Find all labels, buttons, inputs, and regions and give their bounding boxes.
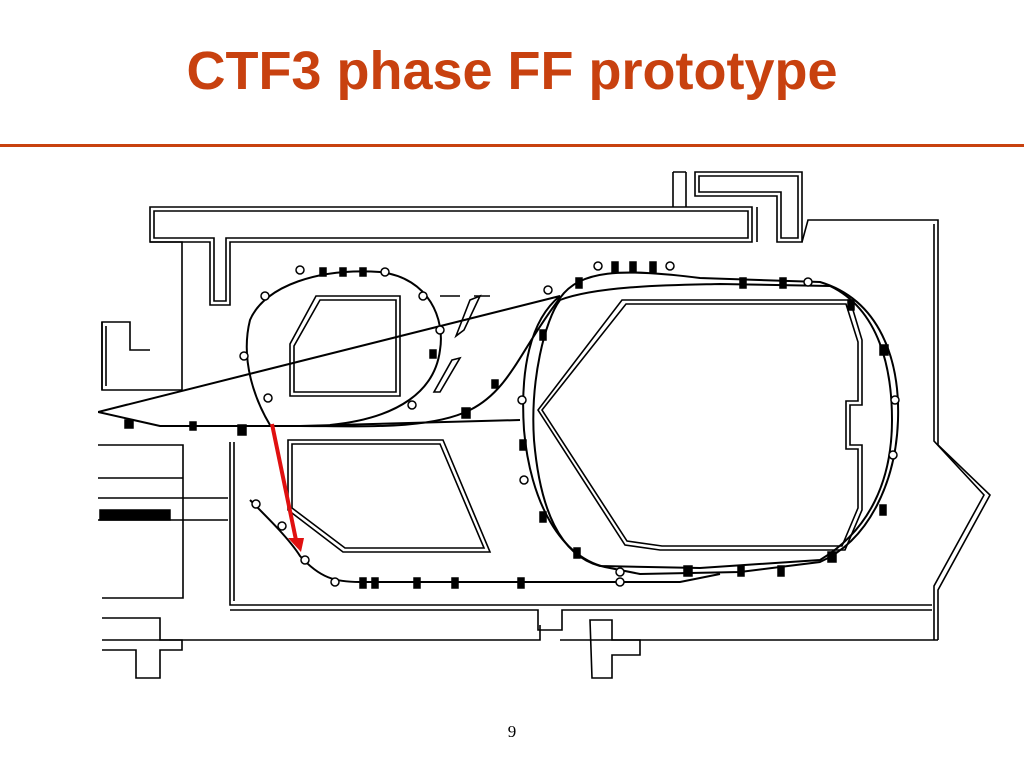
beamlines <box>98 270 900 583</box>
red-arrow <box>270 423 304 552</box>
title-rule <box>0 144 1024 147</box>
building-walls <box>98 171 991 679</box>
beam-elements <box>99 261 900 589</box>
inner-shields <box>287 294 863 553</box>
slide-title: CTF3 phase FF prototype <box>186 41 838 101</box>
page-number: 9 <box>507 722 517 741</box>
accelerator-layout-diagram <box>98 171 991 679</box>
